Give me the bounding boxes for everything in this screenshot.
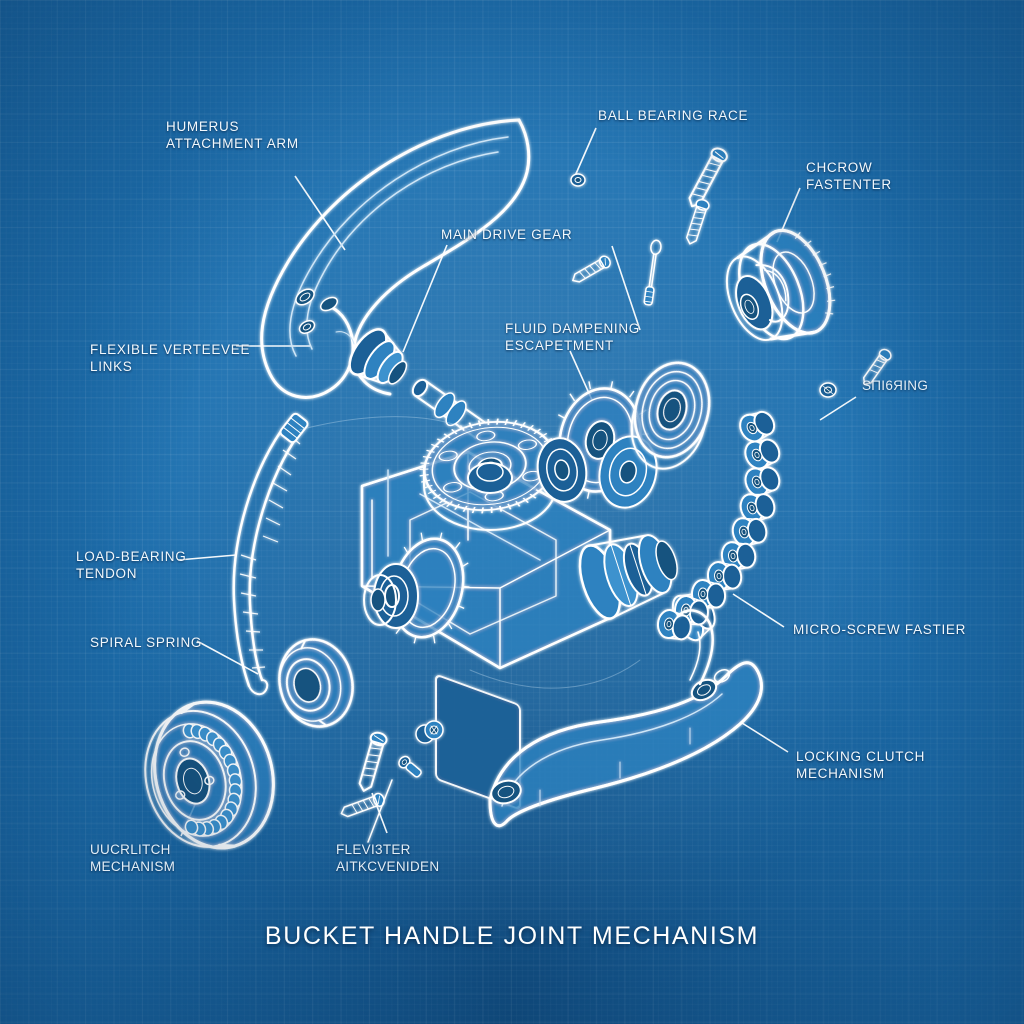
humerus-attachment-arm-part: [260, 118, 531, 439]
main-drive-gear-part: [419, 418, 561, 531]
chain-link: [731, 517, 768, 547]
fastener-parts: [340, 147, 892, 843]
chain-link: [744, 438, 781, 470]
lower-left-gear-bearing: [363, 532, 470, 644]
drawing-title: BUCKET HANDLE JOINT MECHANISM: [264, 922, 760, 950]
callout-spiral-spring: SPIRAL SPRING: [90, 635, 203, 650]
callout-spring-garbled: SПI6ЯING: [862, 378, 929, 393]
callout-fluid-dampening-escapetment: FLUID DAMPENING ESCAPETMENT: [505, 321, 641, 353]
callout-flevi3ter-aitkcveniden: FLEVI3TER AITKCVENIDEN: [336, 842, 440, 874]
small-bearing-ring: [278, 638, 354, 728]
spiral-spring-pulley-part: [144, 700, 275, 850]
callout-micro-screw-fastier: MICRO-SCREW FASTIER: [793, 622, 967, 637]
construction-arcs: [299, 416, 641, 689]
callout-humerus-attachment-arm: HUMERUS ATTACHMENT ARM: [166, 119, 299, 151]
lower-handle-arm: [488, 609, 763, 828]
chain-link: [739, 410, 776, 443]
callout-chcrow-fastenter: CHCROW FASTENTER: [806, 160, 892, 192]
callout-uucrlitch-mechanism: UUCRLITCH MECHANISM: [90, 842, 176, 874]
chain-link: [739, 493, 776, 523]
load-bearing-tendon-cable: [232, 412, 309, 696]
ball-bearing-race-part: [630, 361, 711, 470]
callout-load-bearing-tendon: LOAD-BEARING TENDON: [76, 549, 187, 581]
chain-link: [720, 541, 757, 571]
chain-link: [744, 466, 781, 497]
idler-gear-cluster: [536, 381, 658, 509]
callout-main-drive-gear: MAIN DRIVE GEAR: [441, 227, 573, 242]
callout-ball-bearing-race: BALL BEARING RACE: [598, 108, 749, 123]
callout-flexible-verteevee-links: FLEXIBLE VERTEEVEE LINKS: [90, 342, 251, 374]
callout-locking-clutch-mechanism: LOCKING CLUTCH MECHANISM: [796, 749, 926, 781]
clutch-drum-part: [725, 228, 836, 342]
vertebra-link-chain: [656, 410, 781, 641]
